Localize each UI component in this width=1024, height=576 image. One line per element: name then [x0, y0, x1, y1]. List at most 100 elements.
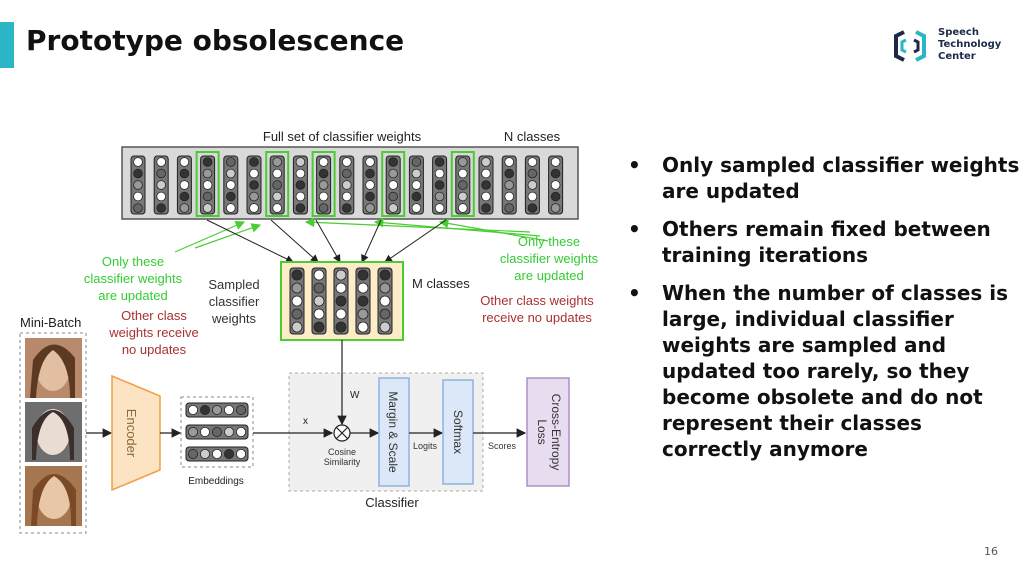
logo-line-1: Speech [938, 27, 979, 38]
weight-cell [341, 191, 352, 202]
embedding-rows [185, 402, 249, 462]
bullet-item: Others remain fixed between training ite… [628, 216, 1020, 268]
weight-cell [388, 157, 399, 167]
weight-cell [272, 191, 283, 202]
face-photo-1 [25, 338, 82, 398]
weight-cell [341, 203, 352, 213]
weight-cell [156, 180, 167, 190]
highlighted-column-frame [195, 151, 220, 217]
embedding-cell [199, 448, 210, 459]
weight-cell [527, 180, 538, 190]
weight-cell [527, 168, 538, 179]
weight-cell [295, 191, 306, 202]
weight-cell [335, 282, 347, 294]
weight-cell [313, 308, 325, 320]
weight-cell [335, 295, 347, 307]
weight-cell [457, 157, 468, 167]
weight-cell [156, 157, 167, 167]
weight-cell [411, 168, 422, 179]
weight-cell [357, 308, 369, 320]
weight-cell [318, 180, 329, 190]
bullet-item: Only sampled classifier weights are upda… [628, 152, 1020, 204]
weight-cell [226, 168, 236, 179]
highlighted-column-frame [265, 151, 290, 217]
weight-cell [133, 191, 143, 202]
weight-cell [504, 168, 515, 179]
weight-cell [379, 269, 391, 281]
weight-cell [504, 157, 515, 167]
weight-cell [434, 191, 445, 202]
weight-cell [411, 191, 422, 202]
weight-cell [388, 180, 399, 190]
mini-batch-box [19, 332, 87, 534]
weight-cell [357, 282, 369, 294]
weight-cell [481, 203, 491, 213]
softmax-label: Softmax [451, 410, 465, 454]
embeddings-label: Embeddings [188, 476, 244, 487]
weight-cell [202, 203, 213, 213]
weight-cell [179, 180, 190, 190]
weight-cell [457, 168, 468, 179]
weight-cell [365, 168, 375, 179]
only-these-right-line: classifier weights [500, 251, 599, 266]
w-label: W [350, 390, 360, 401]
weight-cell [272, 180, 283, 190]
logits-label: Logits [413, 441, 438, 451]
only-these-right-line: Only these [518, 234, 580, 249]
weight-cell [295, 203, 306, 213]
weight-cell [291, 321, 303, 333]
weight-cell [226, 157, 236, 167]
other-left-line: no updates [122, 342, 187, 357]
company-logo: Speech Technology Center [890, 26, 1020, 66]
weight-cell [379, 295, 391, 307]
weight-cell [202, 168, 213, 179]
weight-cell [156, 203, 167, 213]
weight-cell [504, 191, 515, 202]
weight-cell [313, 295, 325, 307]
weight-cell [313, 321, 325, 333]
weight-cell [291, 269, 303, 281]
loss-label-line: Loss [535, 419, 549, 444]
x-label: x [303, 416, 308, 427]
weight-cell [341, 157, 352, 167]
weight-cell [291, 282, 303, 294]
weight-cell [179, 157, 190, 167]
sampled-weight-columns [289, 267, 393, 335]
sample-arrows [206, 219, 447, 263]
highlighted-column-frame [450, 151, 475, 217]
embedding-cell [187, 404, 198, 415]
weight-cell [249, 157, 259, 167]
weight-cell [504, 203, 515, 213]
weight-cell [341, 168, 352, 179]
weight-cell [318, 191, 329, 202]
weight-cell [156, 191, 167, 202]
weight-cell [226, 180, 236, 190]
weight-cell [365, 203, 375, 213]
weight-cell [550, 191, 561, 202]
weight-cell [335, 308, 347, 320]
encoder-label: Encoder [124, 409, 139, 458]
logo-line-2: Technology [938, 39, 1002, 50]
weight-cell [388, 168, 399, 179]
weight-cell [313, 269, 325, 281]
face-photo-3 [25, 466, 82, 526]
weight-cell [357, 269, 369, 281]
mini-batch-label: Mini-Batch [20, 315, 81, 330]
weight-cell [202, 180, 213, 190]
weight-cell [527, 191, 538, 202]
logo-line-3: Center [938, 51, 976, 62]
weight-cell [179, 203, 190, 213]
margin-scale-block [378, 377, 410, 487]
weight-cell [341, 180, 352, 190]
face-photo-2 [25, 402, 82, 462]
weight-cell [156, 168, 167, 179]
weight-cell [357, 295, 369, 307]
weight-cell [388, 191, 399, 202]
weight-cell [249, 203, 259, 213]
weight-cell [272, 157, 283, 167]
embedding-cell [223, 448, 234, 459]
weight-cell [226, 203, 236, 213]
weight-cell [527, 157, 538, 167]
embedding-cell [235, 448, 246, 459]
weight-cell [457, 203, 468, 213]
